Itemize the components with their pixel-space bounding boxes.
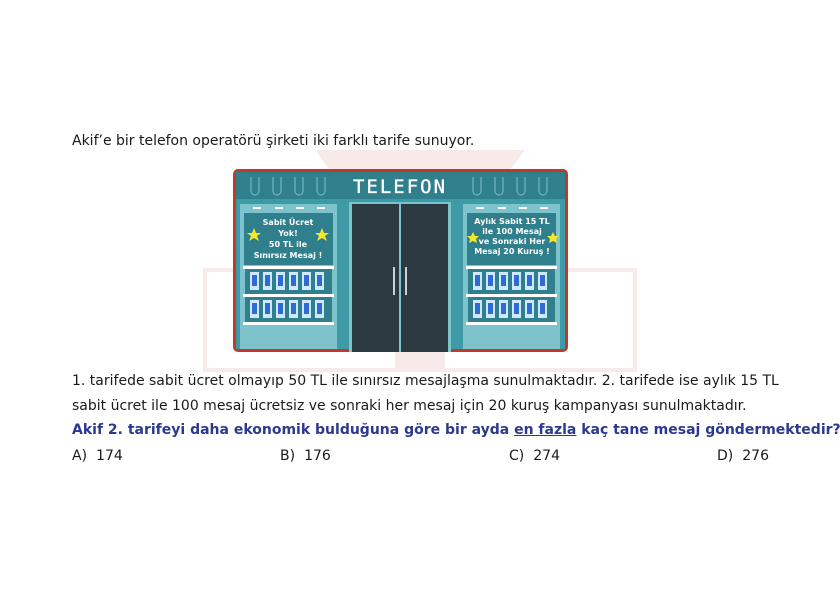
- paragraph-line-2: sabit ücret ile 100 mesaj ücretsiz ve so…: [72, 398, 747, 414]
- star-icon: [247, 228, 261, 241]
- option-a[interactable]: A)174: [72, 448, 123, 464]
- emphasis-underline: en fazla: [514, 422, 577, 438]
- door-left: [352, 204, 399, 352]
- door-right: [401, 204, 448, 352]
- store-sign: TELEFON: [353, 176, 447, 198]
- intro-text: Akif’e bir telefon operatörü şirketi iki…: [72, 133, 475, 149]
- option-b[interactable]: B)176: [280, 448, 331, 464]
- option-c[interactable]: C)274: [509, 448, 560, 464]
- star-icon: [547, 232, 559, 243]
- paragraph-line-1: 1. tarifede sabit ücret olmayıp 50 TL il…: [72, 373, 779, 389]
- star-icon: [467, 232, 479, 243]
- star-icon: [315, 228, 329, 241]
- question-text: Akif 2. tarifeyi daha ekonomik bulduğuna…: [72, 422, 840, 438]
- option-d[interactable]: D)276: [717, 448, 769, 464]
